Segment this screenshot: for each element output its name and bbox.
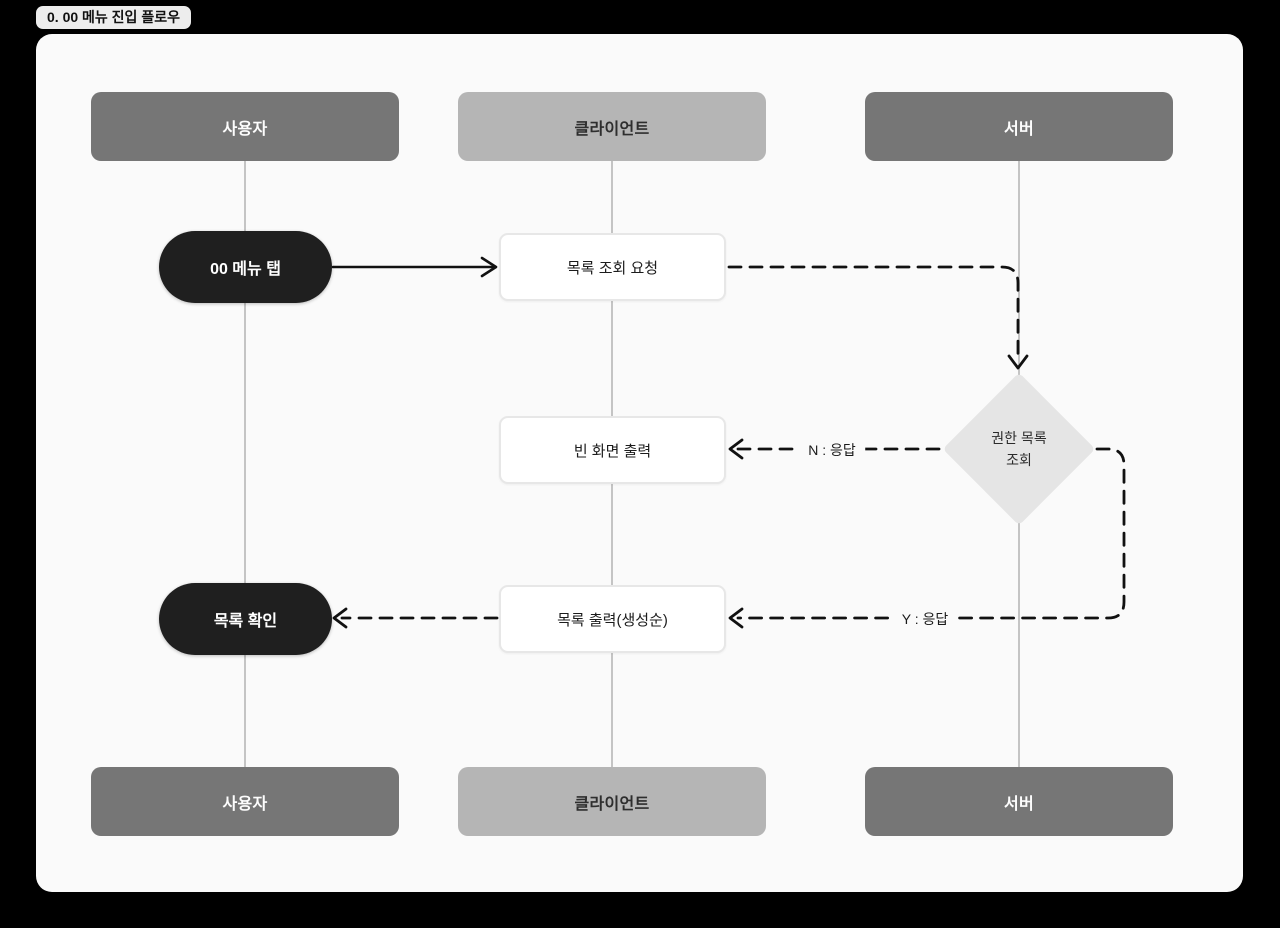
lane-header-bottom-user: 사용자 bbox=[91, 767, 399, 836]
node-list-confirm: 목록 확인 bbox=[159, 583, 332, 655]
node-label: 목록 확인 bbox=[213, 613, 278, 630]
diagram-canvas: N : 응답 Y : 응답 사용자 클라이언트 서버 사용자 클라이언트 서버 … bbox=[36, 34, 1243, 892]
lane-header-top-client: 클라이언트 bbox=[458, 92, 766, 161]
node-menu-tap: 00 메뉴 탭 bbox=[159, 231, 332, 303]
lane-header-label: 사용자 bbox=[222, 120, 268, 138]
node-label: 목록 조회 요청 bbox=[566, 259, 659, 277]
edge-permission-check-to-empty-screen bbox=[728, 438, 941, 460]
edges-layer bbox=[331, 256, 1126, 629]
lane-header-top-server: 서버 bbox=[865, 92, 1173, 161]
diagram-title-badge: 0. 00 메뉴 진입 플로우 bbox=[36, 6, 191, 29]
edge-menu-tap-to-list-request bbox=[331, 256, 498, 278]
node-label: 빈 화면 출력 bbox=[573, 442, 652, 460]
node-label: 목록 출력(생성순) bbox=[557, 611, 668, 629]
lane-header-label: 클라이언트 bbox=[574, 120, 650, 138]
lane-header-label: 서버 bbox=[1003, 120, 1035, 138]
node-empty-screen: 빈 화면 출력 bbox=[499, 416, 726, 484]
edge-permission-check-to-list-output bbox=[728, 447, 1126, 629]
node-permission-check-label: 권한 목록 조회 bbox=[991, 427, 1046, 471]
lane-header-label: 클라이언트 bbox=[574, 795, 650, 813]
node-label: 00 메뉴 탭 bbox=[210, 261, 281, 278]
node-list-request: 목록 조회 요청 bbox=[499, 233, 726, 301]
lane-header-label: 서버 bbox=[1003, 795, 1035, 813]
edge-label-y-response: Y : 응답 bbox=[892, 609, 958, 629]
lane-header-bottom-client: 클라이언트 bbox=[458, 767, 766, 836]
node-label-line1: 권한 목록 bbox=[991, 430, 1047, 446]
lane-header-label: 사용자 bbox=[222, 795, 268, 813]
edge-list-output-to-list-confirm bbox=[332, 607, 499, 629]
edge-list-request-to-permission-check bbox=[727, 265, 1029, 370]
lifeline-user bbox=[244, 161, 246, 767]
node-list-output: 목록 출력(생성순) bbox=[499, 585, 726, 653]
lane-header-top-user: 사용자 bbox=[91, 92, 399, 161]
lane-header-bottom-server: 서버 bbox=[865, 767, 1173, 836]
node-label-line2: 조회 bbox=[1006, 452, 1032, 468]
edge-label-n-response: N : 응답 bbox=[799, 440, 865, 460]
